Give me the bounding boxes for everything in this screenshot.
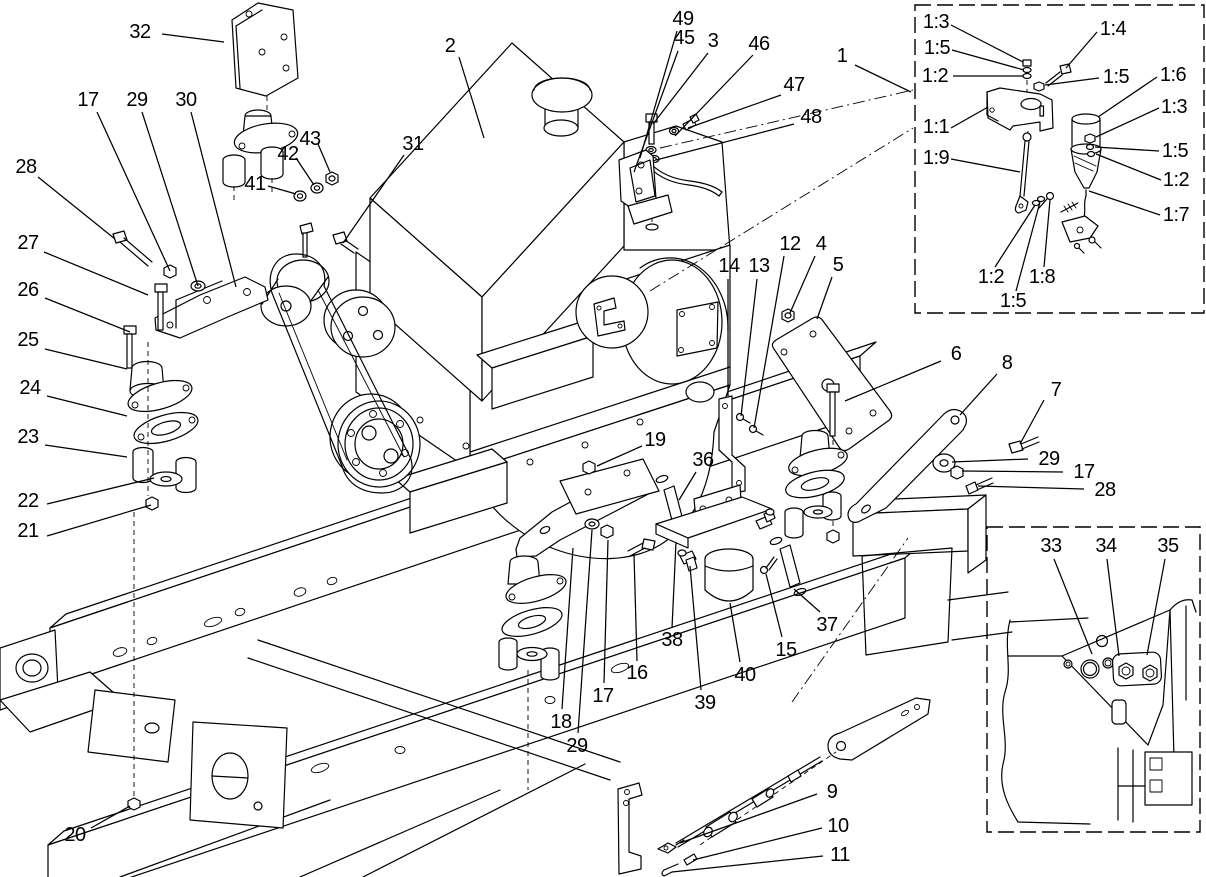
callout-36: 36 xyxy=(692,449,714,471)
callout-1-2-a: 1:2 xyxy=(921,65,949,87)
callout-40: 40 xyxy=(734,664,756,686)
callout-23: 23 xyxy=(17,426,39,448)
callout-5: 5 xyxy=(832,254,844,276)
callout-1-2-c: 1:2 xyxy=(977,266,1005,288)
callout-29-a: 29 xyxy=(126,89,148,111)
callout-15: 15 xyxy=(775,639,797,661)
callout-1: 1 xyxy=(836,45,848,67)
callout-2: 2 xyxy=(444,35,456,57)
callout-22: 22 xyxy=(17,490,39,512)
callout-12: 12 xyxy=(779,233,801,255)
center-mount-bracket xyxy=(498,458,660,790)
leader-lines xyxy=(37,24,1166,873)
callout-26: 26 xyxy=(17,279,39,301)
callout-21: 21 xyxy=(17,520,39,542)
callout-1-8: 1:8 xyxy=(1028,266,1056,288)
callout-30: 30 xyxy=(175,89,197,111)
callout-24: 24 xyxy=(19,377,41,399)
callout-10: 10 xyxy=(827,815,849,837)
detail-1-inset xyxy=(914,4,1205,314)
callout-17-b: 17 xyxy=(1073,461,1095,483)
callout-1-3-a: 1:3 xyxy=(922,11,950,33)
callout-17-c: 17 xyxy=(592,685,614,707)
callout-1-3-b: 1:3 xyxy=(1160,96,1188,118)
callout-8: 8 xyxy=(1001,352,1013,374)
left-engine-mount xyxy=(112,2,359,811)
callout-29-c: 29 xyxy=(566,735,588,757)
callout-1-5-d: 1:5 xyxy=(999,290,1027,312)
callout-17-a: 17 xyxy=(77,89,99,111)
callout-34: 34 xyxy=(1095,535,1117,557)
callout-1-5-b: 1:5 xyxy=(1102,66,1130,88)
callout-1-6: 1:6 xyxy=(1159,64,1187,86)
callout-11: 11 xyxy=(830,844,850,866)
callout-1-7: 1:7 xyxy=(1162,204,1190,226)
callout-1-5-c: 1:5 xyxy=(1161,140,1189,162)
callout-29-b: 29 xyxy=(1038,448,1060,470)
callout-27: 27 xyxy=(17,232,39,254)
callout-35: 35 xyxy=(1157,535,1179,557)
callout-46: 46 xyxy=(748,33,770,55)
callout-48: 48 xyxy=(800,106,822,128)
throttle-cable-assembly xyxy=(617,697,931,877)
callout-39: 39 xyxy=(694,692,716,714)
right-engine-mount xyxy=(718,308,1040,544)
callout-1-4: 1:4 xyxy=(1099,18,1127,40)
callout-47: 47 xyxy=(783,74,805,96)
fuel-filter-assembly xyxy=(655,474,807,602)
callout-1-9: 1:9 xyxy=(922,147,950,169)
detail-2-inset xyxy=(986,526,1201,833)
callout-28-a: 28 xyxy=(15,156,37,178)
callout-37: 37 xyxy=(816,614,838,636)
callout-14: 14 xyxy=(718,255,740,277)
callout-49: 49 xyxy=(672,8,694,30)
callout-3: 3 xyxy=(707,30,719,52)
projection-lines xyxy=(649,89,914,703)
callout-9: 9 xyxy=(826,781,838,803)
callout-1-5-a: 1:5 xyxy=(923,37,951,59)
callout-45: 45 xyxy=(673,27,695,49)
callout-7: 7 xyxy=(1050,379,1062,401)
callout-28-b: 28 xyxy=(1094,479,1116,501)
callout-1-2-b: 1:2 xyxy=(1162,169,1190,191)
callout-16: 16 xyxy=(626,662,648,684)
callout-20: 20 xyxy=(64,824,86,846)
callout-41: 41 xyxy=(244,173,266,195)
callout-33: 33 xyxy=(1040,535,1062,557)
callout-1-1: 1:1 xyxy=(922,116,950,138)
engine xyxy=(355,42,731,560)
callout-31: 31 xyxy=(402,133,424,155)
callout-25: 25 xyxy=(17,329,39,351)
pulleys-and-belt xyxy=(260,222,421,494)
callout-38: 38 xyxy=(661,629,683,651)
callout-18: 18 xyxy=(550,711,572,733)
callout-42: 42 xyxy=(277,143,299,165)
callout-4: 4 xyxy=(815,233,827,255)
upper-bracket-hardware xyxy=(618,113,723,231)
callout-19: 19 xyxy=(644,429,666,451)
callout-6: 6 xyxy=(950,343,962,365)
callout-32: 32 xyxy=(129,21,151,43)
callout-13: 13 xyxy=(748,255,770,277)
callout-43: 43 xyxy=(299,128,321,150)
